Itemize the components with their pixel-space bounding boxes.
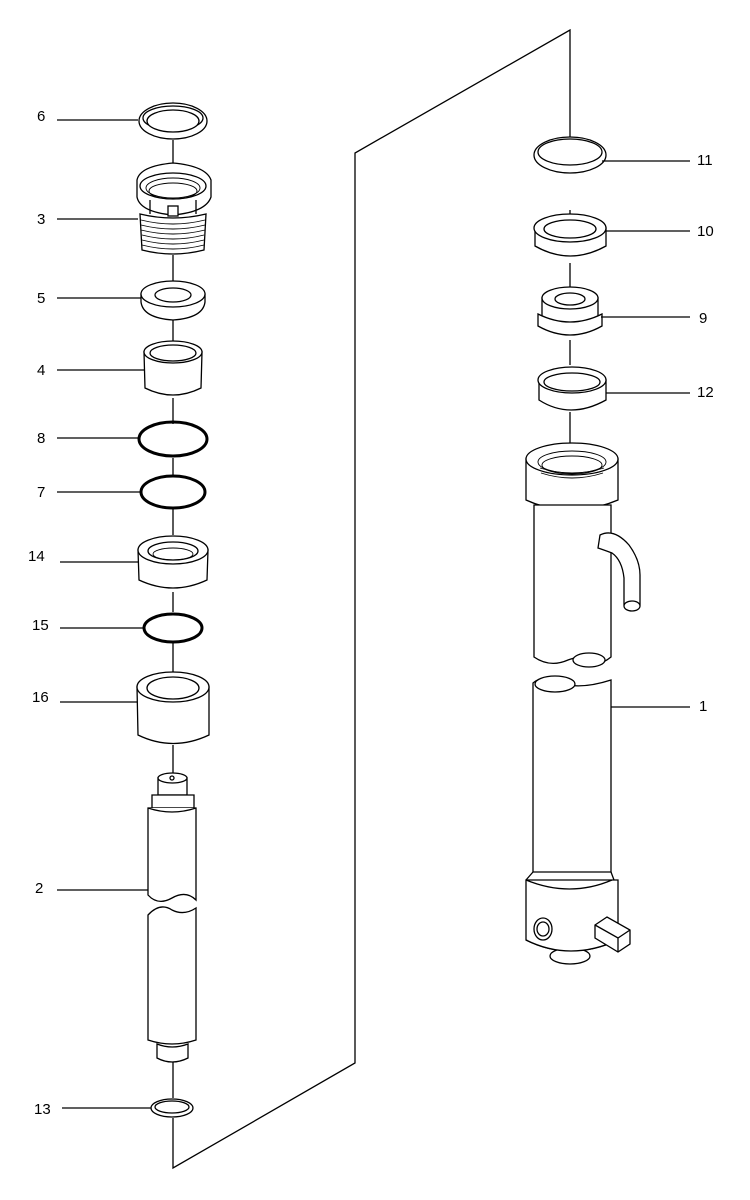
- part-5-washer: [140, 280, 206, 321]
- part-3-gland-nut: [136, 162, 212, 255]
- callout-2: 2: [35, 880, 43, 897]
- callout-3: 3: [37, 211, 45, 228]
- part-10-washer: [533, 213, 607, 257]
- part-8-o-ring: [137, 420, 209, 458]
- assembly-axis: [172, 28, 571, 1170]
- part-6-snap-ring: [138, 102, 208, 140]
- callout-7: 7: [37, 484, 45, 501]
- part-4-bushing: [143, 340, 203, 396]
- part-11-snap-ring: [533, 136, 607, 174]
- callout-16: 16: [32, 689, 49, 706]
- callout-10: 10: [697, 223, 714, 240]
- part-16-sleeve: [136, 671, 210, 745]
- part-2-piston-rod: [147, 772, 197, 1063]
- part-9-rod-seal: [537, 286, 603, 336]
- callout-14: 14: [28, 548, 45, 565]
- part-1-cylinder-barrel: [525, 442, 641, 965]
- callout-6: 6: [37, 108, 45, 125]
- callout-5: 5: [37, 290, 45, 307]
- part-7-o-ring: [139, 474, 207, 510]
- callout-15: 15: [32, 617, 49, 634]
- callout-8: 8: [37, 430, 45, 447]
- callout-13: 13: [34, 1101, 51, 1118]
- callout-11: 11: [697, 152, 713, 169]
- callout-12: 12: [697, 384, 714, 401]
- callout-1: 1: [699, 698, 707, 715]
- part-14-seal-housing: [137, 535, 209, 589]
- callout-4: 4: [37, 362, 45, 379]
- part-12-bushing: [537, 366, 607, 411]
- part-13-o-ring: [150, 1098, 194, 1118]
- callouts: 6 3 5 4 8 7 14 15 16 2 13 11 10 9 12 1: [28, 108, 714, 1118]
- callout-9: 9: [699, 310, 707, 327]
- part-15-o-ring: [142, 612, 204, 644]
